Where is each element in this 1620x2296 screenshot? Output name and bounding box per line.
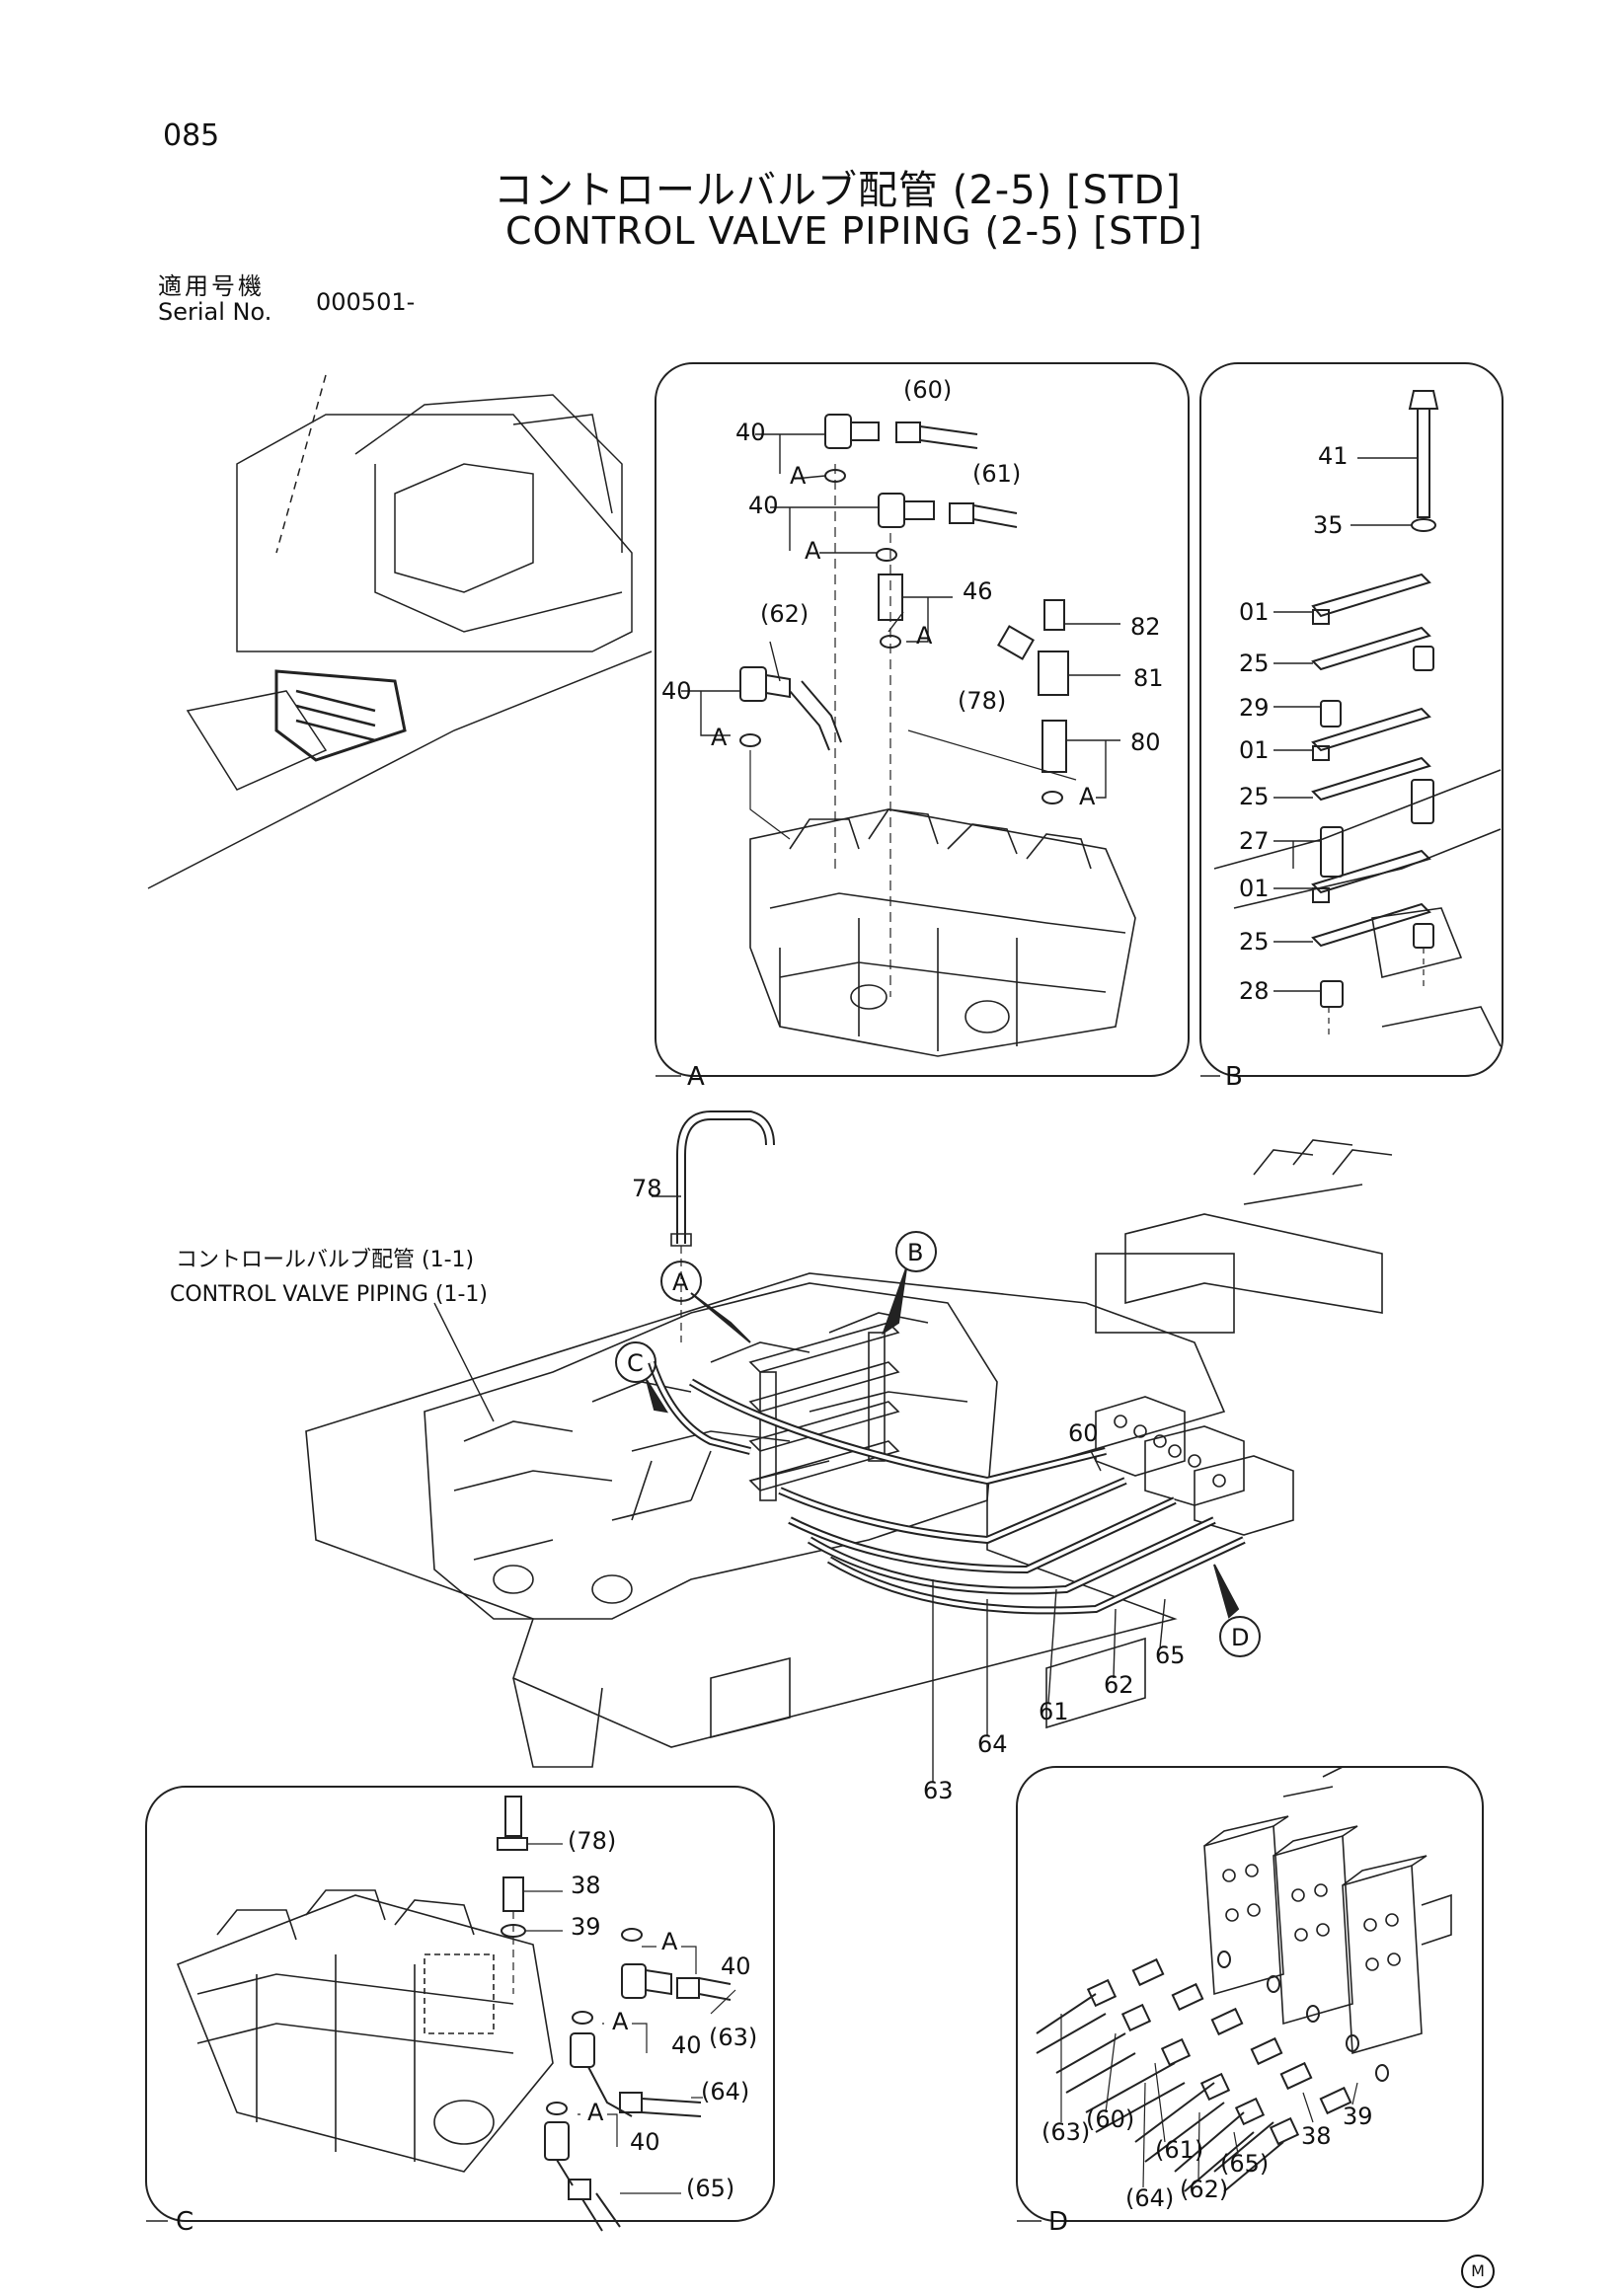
part-callout: 61 — [1039, 1698, 1069, 1725]
part-callout: 40 — [721, 1952, 751, 1980]
part-callout: 01 — [1239, 598, 1270, 626]
page-number: 085 — [163, 118, 220, 153]
part-callout: 41 — [1318, 442, 1349, 470]
part-callout: A — [805, 537, 821, 565]
part-callout: (78) — [958, 687, 1006, 715]
pointer-c-label: C — [627, 1349, 644, 1377]
detail-panel-b — [1199, 362, 1504, 1077]
part-callout: (78) — [568, 1827, 616, 1855]
part-callout: (61) — [1155, 2136, 1203, 2164]
part-callout: 40 — [735, 419, 766, 446]
part-callout: A — [587, 2099, 604, 2126]
part-callout: 39 — [571, 1913, 601, 1941]
part-callout: 65 — [1155, 1642, 1186, 1669]
part-callout: 01 — [1239, 875, 1270, 902]
detail-panel-d — [1016, 1766, 1484, 2222]
pointer-d-label: D — [1231, 1624, 1249, 1651]
part-callout: 40 — [661, 677, 692, 705]
part-callout: (63) — [709, 2024, 757, 2051]
part-callout: 27 — [1239, 827, 1270, 855]
part-callout: (64) — [1125, 2184, 1174, 2212]
part-callout: 25 — [1239, 650, 1270, 677]
part-callout: 80 — [1130, 728, 1161, 756]
part-callout: 29 — [1239, 694, 1270, 722]
part-callout: 62 — [1104, 1671, 1134, 1699]
part-callout: (60) — [903, 376, 952, 404]
part-callout: (63) — [1041, 2118, 1090, 2146]
part-callout: (61) — [972, 460, 1021, 488]
panel-b-label: B — [1225, 1062, 1243, 1092]
part-callout: 38 — [571, 1872, 601, 1899]
part-callout: 82 — [1130, 613, 1161, 641]
part-callout: A — [1079, 783, 1096, 810]
part-callout: A — [711, 724, 728, 751]
part-callout: (65) — [686, 2175, 734, 2202]
part-callout: 60 — [1068, 1419, 1099, 1447]
pointer-a-label: A — [672, 1268, 689, 1296]
part-callout: 40 — [630, 2128, 660, 2156]
part-callout: 25 — [1239, 928, 1270, 956]
serial-value: 000501- — [316, 288, 416, 316]
part-callout: A — [916, 622, 933, 650]
machine-overview-sketch — [147, 374, 653, 889]
part-callout: A — [612, 2008, 629, 2035]
part-callout: 81 — [1133, 664, 1164, 692]
part-callout: A — [790, 462, 807, 490]
part-callout: 25 — [1239, 783, 1270, 810]
part-callout: 64 — [977, 1730, 1008, 1758]
page-title-en: CONTROL VALVE PIPING (2-5) [STD] — [505, 209, 1203, 253]
detail-panel-c — [145, 1786, 775, 2232]
part-callout: 39 — [1343, 2103, 1373, 2130]
part-callout: (65) — [1220, 2150, 1269, 2178]
part-callout: (60) — [1086, 2105, 1134, 2133]
panel-c-label: C — [176, 2207, 193, 2237]
part-callout: (62) — [760, 600, 809, 628]
part-callout: 63 — [923, 1777, 954, 1804]
part-callout: 46 — [963, 577, 993, 605]
part-callout: 28 — [1239, 977, 1270, 1005]
panel-a-label: A — [687, 1062, 705, 1092]
serial-label-en: Serial No. — [158, 298, 272, 326]
page-title-jp: コントロールバルブ配管 (2-5) [STD] — [494, 168, 1182, 213]
part-callout: 01 — [1239, 736, 1270, 764]
serial-label-jp: 適用号機 — [158, 272, 265, 300]
part-callout: A — [661, 1928, 678, 1955]
part-callout: 40 — [671, 2031, 702, 2059]
reference-label-jp: コントロールバルブ配管 (1-1) — [176, 1248, 474, 1272]
part-callout: 40 — [748, 492, 779, 519]
part-callout: 78 — [632, 1175, 662, 1202]
main-assembly — [305, 1110, 1393, 1782]
part-callout: 38 — [1301, 2122, 1332, 2150]
part-callout: (64) — [701, 2078, 749, 2105]
pointer-b — [882, 1231, 937, 1336]
part-callout: 35 — [1313, 511, 1344, 539]
detail-panel-a — [655, 362, 1190, 1077]
panel-d-label: D — [1048, 2207, 1068, 2237]
pointer-a — [660, 1261, 751, 1343]
pointer-b-label: B — [907, 1239, 923, 1266]
reference-label-en: CONTROL VALVE PIPING (1-1) — [170, 1282, 488, 1307]
pointer-d — [1213, 1564, 1261, 1657]
manufacturer-mark: M — [1461, 2255, 1495, 2288]
part-callout: (62) — [1180, 2176, 1228, 2203]
pointer-c — [615, 1341, 669, 1414]
